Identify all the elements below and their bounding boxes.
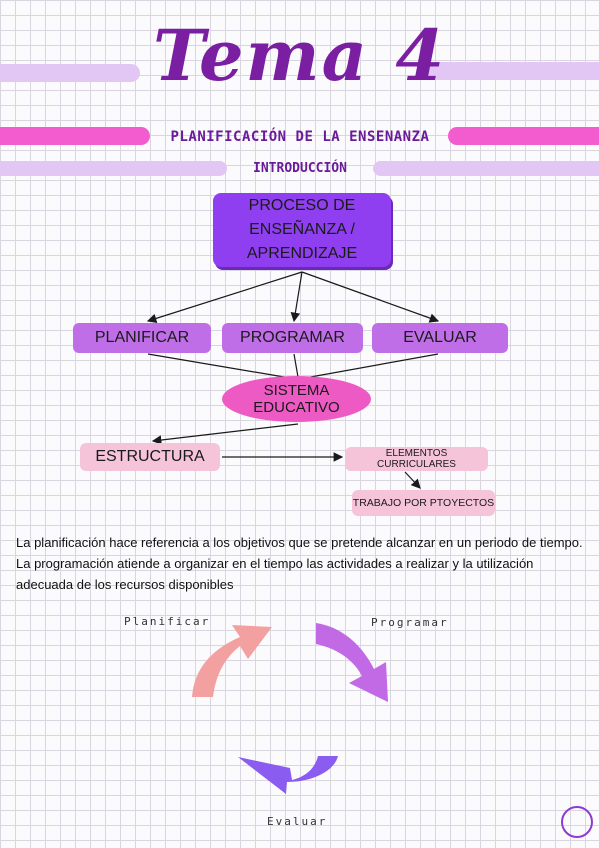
cycle-label-evaluar: Evaluar — [267, 815, 328, 828]
title-band-right — [428, 62, 599, 80]
elementos-curriculares-box: ELEMENTOS CURRICULARES — [345, 447, 488, 471]
branch-evaluar-box: EVALUAR — [372, 323, 508, 353]
connector-root-evaluar — [301, 271, 440, 323]
cycle-label-planificar: Planificar — [124, 615, 211, 628]
page-subtitle: PLANIFICACIÓN DE LA ENSENANZA — [170, 129, 430, 145]
branch-planificar-box: PLANIFICAR — [73, 323, 211, 353]
cycle-arrow-planificar — [192, 625, 272, 697]
connector-root-programar — [290, 271, 303, 323]
connector-root-planificar — [146, 271, 303, 324]
connector-programar-sistema — [293, 353, 299, 378]
connector-evaluar-sistema — [304, 353, 439, 379]
estructura-box: ESTRUCTURA — [80, 443, 220, 471]
root-process-box: PROCESO DE ENSEÑANZA / APRENDIZAJE — [213, 193, 391, 267]
connector-elementos-trabajo — [404, 471, 421, 489]
connector-planificar-sistema — [147, 353, 291, 379]
subtitle-band-right — [448, 127, 599, 145]
subtitle-band-left — [0, 127, 150, 145]
cycle-arrow-programar — [316, 623, 388, 702]
trabajo-proyectos-box: TRABAJO POR PTOYECTOS — [352, 490, 495, 516]
branch-programar-box: PROGRAMAR — [222, 323, 363, 353]
cycle-arrow-evaluar — [238, 756, 338, 794]
cycle-label-programar: Programar — [371, 616, 449, 629]
section-heading: INTRODUCCIÓN — [253, 161, 347, 176]
title-band-left — [0, 64, 140, 82]
intro-band-right — [373, 161, 599, 176]
intro-band-left — [0, 161, 227, 176]
page-corner-circle — [561, 806, 593, 838]
connector-sistema-estructura — [151, 423, 299, 445]
sistema-educativo-ellipse: SISTEMA EDUCATIVO — [222, 376, 371, 422]
page-title: Tema 4 — [152, 14, 447, 97]
intro-paragraph: La planificación hace referencia a los o… — [16, 535, 583, 592]
